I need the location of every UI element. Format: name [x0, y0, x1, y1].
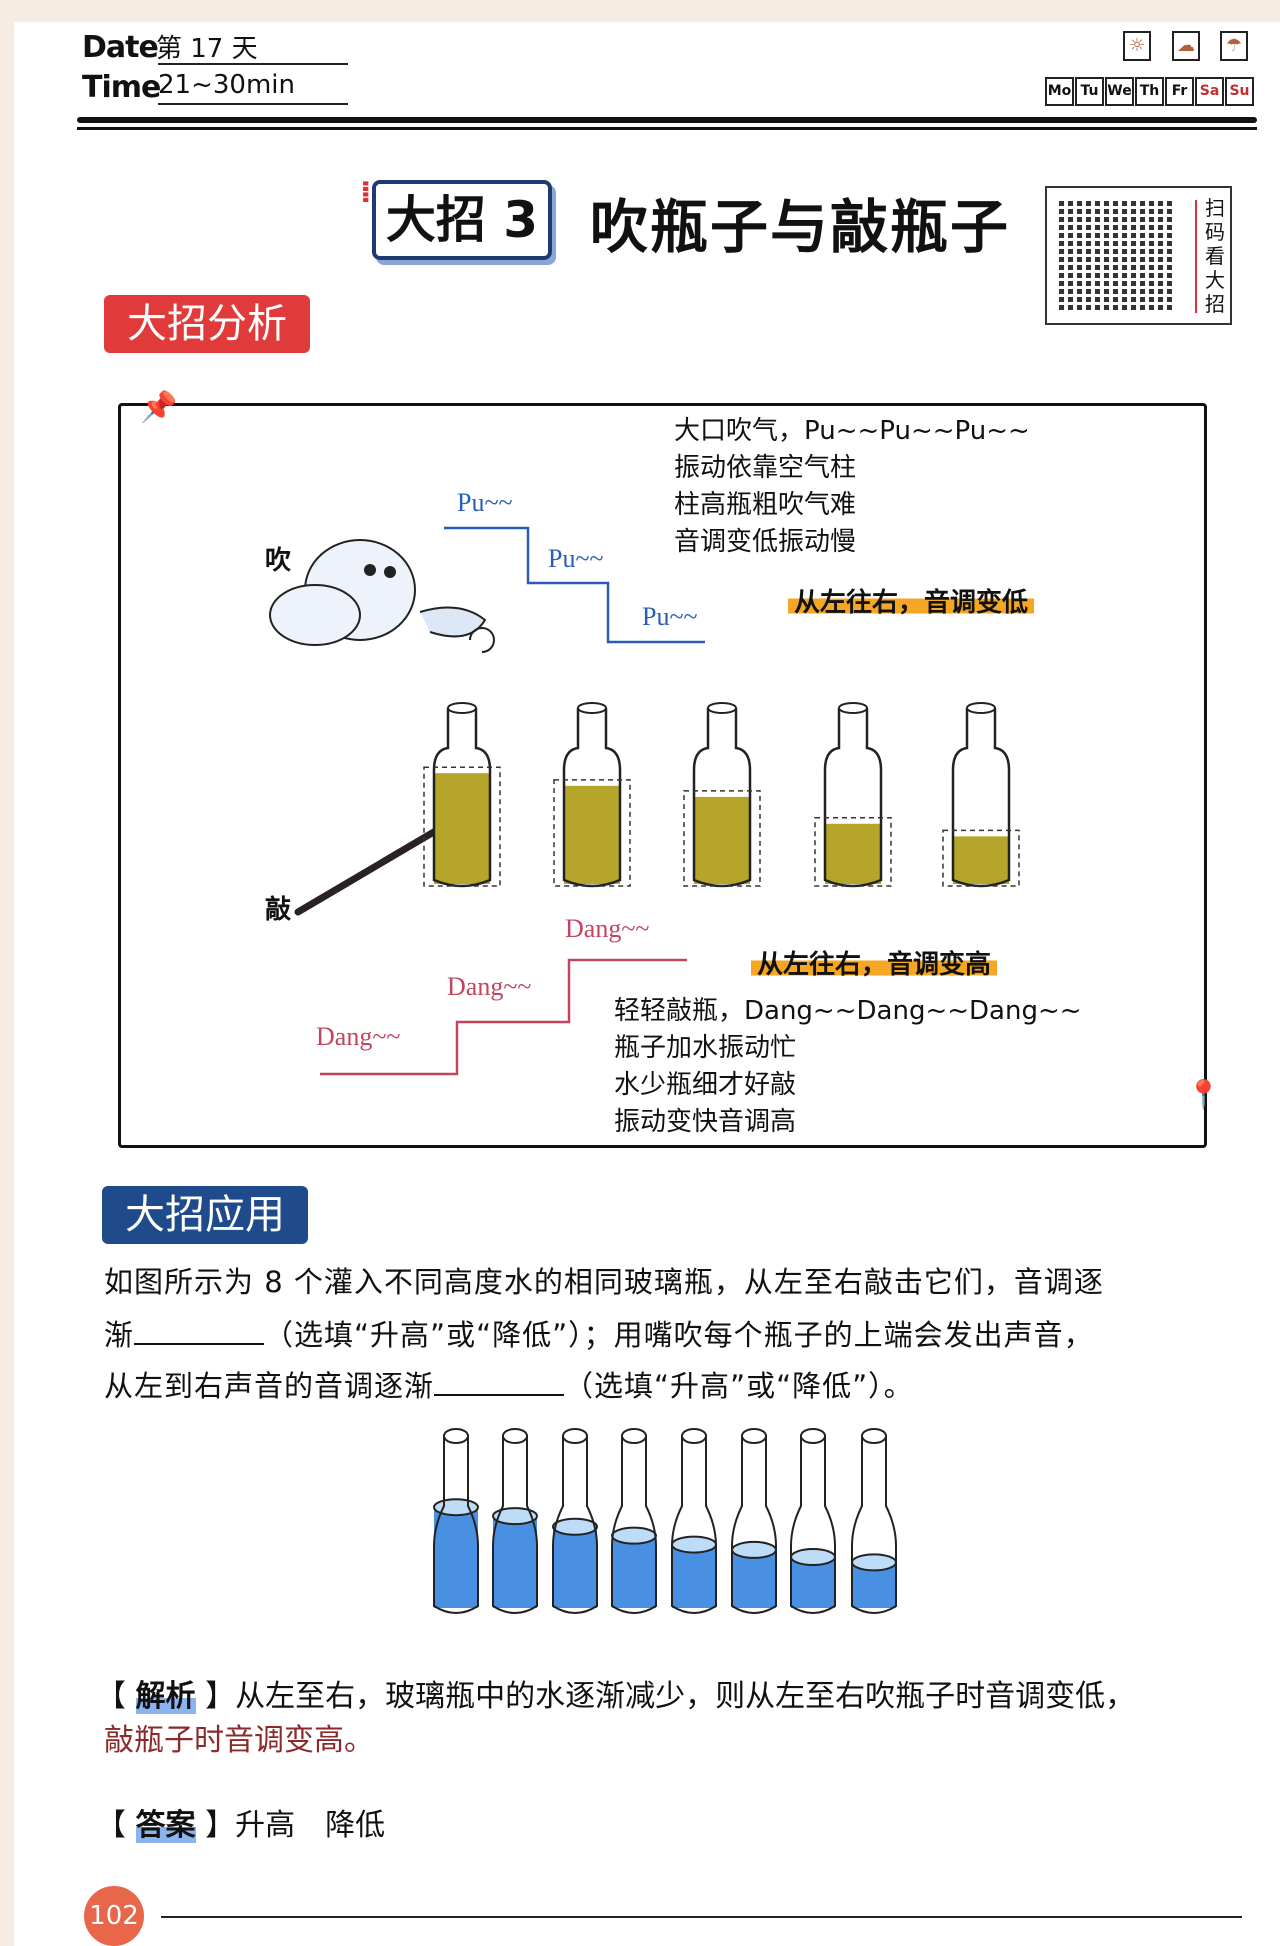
page-title: 吹瓶子与敲瓶子 — [590, 193, 1011, 261]
rain-icon: ☂ — [1220, 31, 1248, 61]
water-fill — [493, 1516, 537, 1608]
bottle — [671, 1428, 717, 1614]
bottle — [851, 1428, 897, 1614]
cloudy-icon: ☁ — [1172, 31, 1200, 61]
tap-line: 振动变快音调高 — [614, 1107, 797, 1137]
cloud-icon — [269, 539, 495, 653]
spark-icon: ⁞ — [360, 175, 372, 210]
blow-line: 振动依靠空气柱 — [674, 453, 857, 483]
bottle — [942, 702, 1020, 888]
sun-icon: ☼ — [1123, 31, 1151, 61]
bottle — [553, 702, 631, 888]
day-box: Sa — [1195, 77, 1224, 106]
time-value: 21~30min — [158, 70, 295, 100]
water-fill — [612, 1535, 656, 1608]
pitch-step-line — [320, 958, 687, 1076]
qr-caption: 扫码看大招 — [1205, 196, 1225, 316]
bottle — [814, 702, 892, 888]
divider — [77, 117, 1257, 123]
water-fill — [825, 823, 881, 884]
bottle — [683, 702, 761, 888]
water-fill — [553, 1526, 597, 1608]
water-fill — [732, 1549, 776, 1608]
pu-label: Pu~~ — [548, 544, 604, 573]
tap-label: 敲 — [265, 895, 292, 925]
answer-label: 答案 — [135, 1808, 196, 1843]
day-box: Fr — [1165, 77, 1194, 106]
pin-icon: 📌 — [140, 390, 178, 425]
time-label: Time — [82, 70, 161, 105]
water-fill — [672, 1544, 716, 1608]
blow-conclusion: 从左往右，音调变低 — [788, 582, 1035, 619]
water-fill — [953, 836, 1009, 884]
bottle — [433, 1428, 479, 1614]
question-line: 如图所示为 8 个灌入不同高度水的相同玻璃瓶，从左至右敲击它们，音调逐 — [104, 1265, 1104, 1299]
answer-text: 升高 降低 — [235, 1808, 386, 1843]
dang-label: Dang~~ — [316, 1022, 401, 1051]
day-box: Mo — [1045, 77, 1074, 106]
blow-line: 柱高瓶粗吹气难 — [674, 490, 857, 520]
blow-label: 吹 — [265, 546, 292, 576]
bottle — [611, 1428, 657, 1614]
tap-line: 瓶子加水振动忙 — [614, 1033, 797, 1063]
air-column-box — [814, 817, 892, 887]
pitch-step-line — [444, 526, 705, 644]
pin-icon: 📍 — [1186, 1078, 1221, 1111]
qr-box[interactable]: 扫码看大招 — [1045, 186, 1232, 325]
dang-label: Dang~~ — [565, 914, 650, 943]
page-number: 102 — [84, 1886, 144, 1946]
analysis-frame — [118, 403, 1207, 1148]
blow-line: 音调变低振动慢 — [674, 527, 857, 557]
date-label: Date — [82, 30, 159, 65]
bottle — [790, 1428, 836, 1614]
answer-blank[interactable] — [434, 1366, 565, 1396]
solution-text: 从左至右，玻璃瓶中的水逐渐减少，则从左至右吹瓶子时音调变低， — [235, 1679, 1136, 1714]
solution: 【 解析 】从左至右，玻璃瓶中的水逐渐减少，则从左至右吹瓶子时音调变低， — [96, 1679, 1136, 1714]
qr-code-icon[interactable] — [1059, 200, 1174, 313]
bottle — [552, 1428, 598, 1614]
answer-blank[interactable] — [134, 1315, 265, 1345]
pu-label: Pu~~ — [457, 488, 513, 517]
question-text: （选填“升高”或“降低”）；用嘴吹每个瓶子的上端会发出声音， — [264, 1318, 1094, 1352]
divider — [77, 127, 1257, 130]
question-line: 渐 （选填“升高”或“降低”）；用嘴吹每个瓶子的上端会发出声音， — [104, 1312, 1094, 1354]
air-column-box — [683, 790, 761, 887]
question-text: 渐 — [104, 1318, 135, 1352]
pu-label: Pu~~ — [642, 602, 698, 631]
day-box: Tu — [1075, 77, 1104, 106]
answer: 【 答案 】升高 降低 — [96, 1808, 386, 1843]
solution-label: 解析 — [135, 1679, 196, 1714]
analysis-heading: 大招分析 — [104, 295, 310, 353]
application-heading: 大招应用 — [102, 1186, 308, 1244]
blow-line: 大口吹气，Pu~~Pu~~Pu~~ — [674, 416, 1030, 446]
air-column-box — [423, 766, 501, 887]
air-column-box — [942, 829, 1020, 887]
chapter-badge: 大招 3 — [372, 180, 552, 260]
water-fill — [694, 796, 750, 884]
tap-line: 轻轻敲瓶，Dang~~Dang~~Dang~~ — [614, 996, 1082, 1026]
question-text: （选填“升高”或“降低”）。 — [564, 1369, 914, 1403]
tap-line: 水少瓶细才好敲 — [614, 1070, 797, 1100]
water-fill — [564, 785, 620, 884]
water-fill — [434, 773, 490, 884]
question-text: 从左到右声音的音调逐渐 — [104, 1369, 435, 1403]
question-line: 从左到右声音的音调逐渐 （选填“升高”或“降低”）。 — [104, 1363, 914, 1405]
air-column-box — [553, 779, 631, 887]
day-box: Su — [1225, 77, 1254, 106]
day-box: Th — [1135, 77, 1164, 106]
dang-label: Dang~~ — [447, 972, 532, 1001]
day-box: We — [1105, 77, 1134, 106]
bottle — [492, 1428, 538, 1614]
solution-text: 敲瓶子时音调变高。 — [104, 1723, 374, 1758]
bottle — [423, 702, 501, 888]
bottle — [731, 1428, 777, 1614]
weekday-boxes: Mo Tu We Th Fr Sa Su — [1045, 77, 1255, 106]
tap-conclusion: 从左往右，音调变高 — [751, 944, 998, 981]
water-fill — [434, 1507, 478, 1608]
date-value: 第 17 天 — [156, 34, 258, 64]
